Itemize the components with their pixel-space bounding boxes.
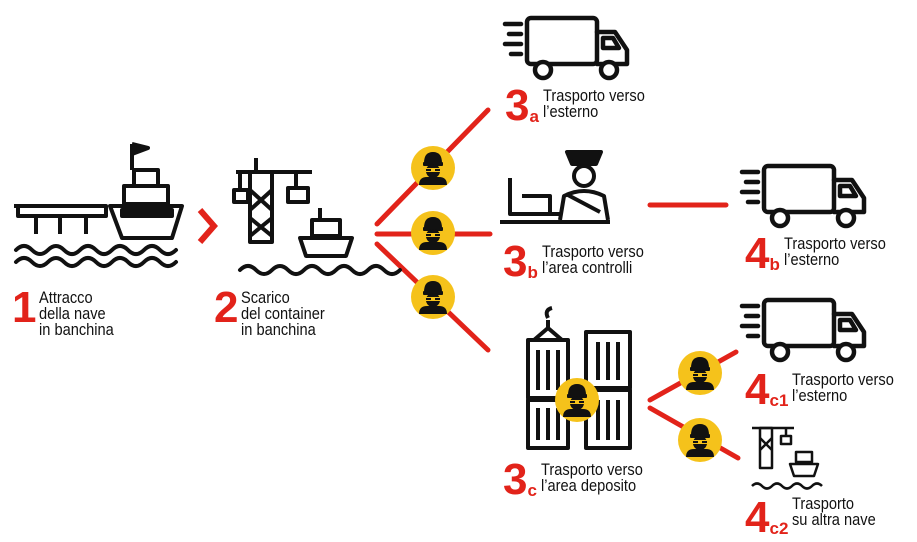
thief-icon	[678, 418, 722, 462]
label-line: Trasporto verso	[783, 234, 886, 253]
step-text: Trasporto verso l’area deposito	[540, 460, 643, 495]
ship-dock-icon	[14, 142, 184, 240]
label-line: Trasporto verso	[540, 460, 643, 479]
customs-officer-icon	[500, 150, 610, 224]
label-line: Trasporto	[792, 494, 855, 513]
label-line: in banchina	[241, 320, 317, 339]
step-number: 3	[503, 455, 528, 504]
label-line: l’esterno	[792, 386, 848, 405]
label-line: l’esterno	[542, 102, 599, 121]
step-number: 4	[745, 365, 770, 414]
label-line: l’area controlli	[541, 258, 633, 277]
label-line: della nave	[39, 304, 107, 323]
label-line: l’area deposito	[540, 476, 637, 495]
step-suffix: c1	[769, 391, 789, 410]
step-1-label: 1 Attracco della nave in banchina	[12, 283, 126, 339]
label-line: Attracco	[39, 288, 94, 307]
container-stack-icon	[526, 306, 632, 450]
crane-ship-icon	[232, 158, 354, 258]
step-2-label: 2 Scarico del container in banchina	[214, 283, 339, 339]
step-text: Attracco della nave in banchina	[39, 288, 115, 339]
step-suffix: b	[769, 255, 780, 274]
step-4b-label: 4 b Trasporto verso l’esterno	[745, 229, 902, 278]
thief-icon	[411, 146, 455, 190]
truck-icon	[742, 300, 864, 360]
step-number: 4	[745, 229, 770, 278]
step-number: 3	[503, 237, 528, 286]
step-text: Trasporto verso l’esterno	[783, 234, 886, 269]
step-number: 2	[214, 283, 239, 332]
label-line: l’esterno	[783, 250, 840, 269]
waves-icon	[238, 264, 402, 276]
step-3b-label: 3 b Trasporto verso l’area controlli	[503, 237, 660, 286]
crane-ship-icon	[751, 426, 823, 490]
label-line: Trasporto verso	[541, 242, 644, 261]
truck-icon	[742, 166, 864, 226]
thief-icon	[678, 351, 722, 395]
thief-icon	[411, 275, 455, 319]
waves-icon	[14, 256, 178, 268]
waves-icon	[14, 244, 178, 256]
step-text: Trasporto su altra nave	[792, 494, 877, 529]
step-suffix: b	[527, 263, 538, 282]
label-line: su altra nave	[792, 510, 877, 529]
step-suffix: a	[529, 107, 539, 126]
step-suffix: c2	[769, 519, 789, 538]
step-text: Trasporto verso l’esterno	[792, 370, 895, 405]
label-line: Scarico	[241, 288, 291, 307]
thief-icon	[411, 211, 455, 255]
step-suffix: c	[527, 481, 537, 500]
chevron-right-icon	[197, 208, 218, 244]
label-line: Trasporto verso	[792, 370, 895, 389]
step-text: Trasporto verso l’esterno	[542, 86, 645, 121]
step-4c1-label: 4 c1 Trasporto verso l’esterno	[745, 365, 911, 414]
step-3a-label: 3 a Trasporto verso l’esterno	[505, 81, 661, 130]
step-4c2-label: 4 c2 Trasporto su altra nave	[745, 493, 890, 542]
label-line: Trasporto verso	[542, 86, 645, 105]
step-text: Trasporto verso l’area controlli	[541, 242, 644, 277]
step-number: 3	[505, 81, 530, 130]
thief-icon	[555, 378, 599, 422]
label-line: in banchina	[39, 320, 115, 339]
step-3c-label: 3 c Trasporto verso l’area deposito	[503, 455, 659, 504]
step-number: 4	[745, 493, 770, 542]
step-text: Scarico del container in banchina	[241, 288, 326, 339]
truck-icon	[505, 18, 627, 78]
step-number: 1	[12, 283, 37, 332]
label-line: del container	[241, 304, 326, 323]
